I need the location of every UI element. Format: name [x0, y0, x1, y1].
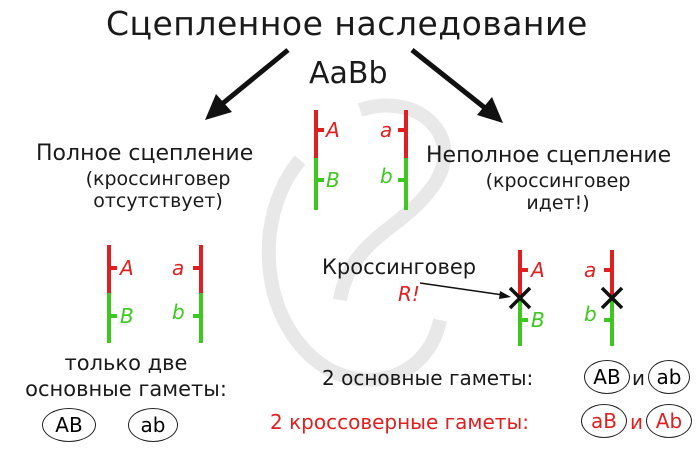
- chromosome-pair-incomplete: [518, 250, 614, 346]
- allele-complete-a: a: [172, 256, 185, 280]
- crossover-mark: R!: [398, 282, 420, 306]
- allele-top-b: b: [380, 164, 393, 188]
- main-gametes-label: 2 основные гаметы:: [322, 366, 534, 390]
- gamete-circle-AB-complete: AB: [42, 408, 96, 442]
- gamete-circle-ab-complete: ab: [128, 408, 178, 442]
- allele-incomplete-a: a: [584, 258, 597, 282]
- gamete-circle-aB-crossover: aB: [581, 404, 627, 438]
- allele-incomplete-B: B: [531, 308, 545, 332]
- arrow-left: [205, 48, 290, 120]
- crossover-gametes-label: 2 кроссоверные гаметы:: [270, 410, 529, 434]
- crossover-cross-right: [600, 286, 624, 310]
- allele-incomplete-A: A: [531, 258, 545, 282]
- allele-top-a: a: [380, 118, 393, 142]
- complete-note-line2: отсутствует): [93, 190, 223, 212]
- allele-incomplete-b: b: [584, 302, 597, 326]
- chromosome-pair-top: [314, 110, 408, 210]
- allele-top-A: A: [326, 118, 340, 142]
- gamete-circle-ab-main: ab: [648, 360, 690, 394]
- crossover-pointer-arrow: [419, 282, 511, 299]
- complete-linkage-note: (кроссинговер отсутствует): [58, 168, 258, 212]
- arrow-right: [410, 48, 503, 123]
- complete-summary: только две основные гаметы:: [10, 350, 242, 402]
- chromosome-pair-complete: [107, 245, 203, 343]
- genotype-label: AaBb: [309, 56, 388, 91]
- complete-summary-line2: основные гаметы:: [25, 377, 227, 401]
- complete-note-line1: (кроссинговер: [85, 168, 231, 190]
- complete-linkage-heading: Полное сцепление: [36, 141, 254, 166]
- watermark-logo: [261, 98, 452, 387]
- gamete-circle-Ab-crossover: Ab: [646, 404, 692, 438]
- allele-complete-A: A: [120, 256, 134, 280]
- complete-summary-line1: только две: [64, 351, 188, 375]
- diagram-title: Сцепленное наследование: [106, 4, 588, 43]
- crossover-label: Кроссинговер: [322, 255, 477, 279]
- gamete-circle-AB-main: AB: [584, 360, 630, 394]
- incomplete-note-line2: идет!): [526, 192, 590, 214]
- conjunction-main: и: [632, 366, 645, 390]
- incomplete-note-line1: (кроссинговер: [485, 170, 631, 192]
- conjunction-crossover: и: [630, 410, 643, 434]
- incomplete-linkage-heading: Неполное сцепление: [426, 143, 672, 168]
- allele-top-B: B: [326, 168, 340, 192]
- incomplete-linkage-note: (кроссинговер идет!): [458, 170, 658, 214]
- allele-complete-b: b: [172, 300, 185, 324]
- crossover-cross-left: [508, 286, 532, 310]
- allele-complete-B: B: [120, 304, 134, 328]
